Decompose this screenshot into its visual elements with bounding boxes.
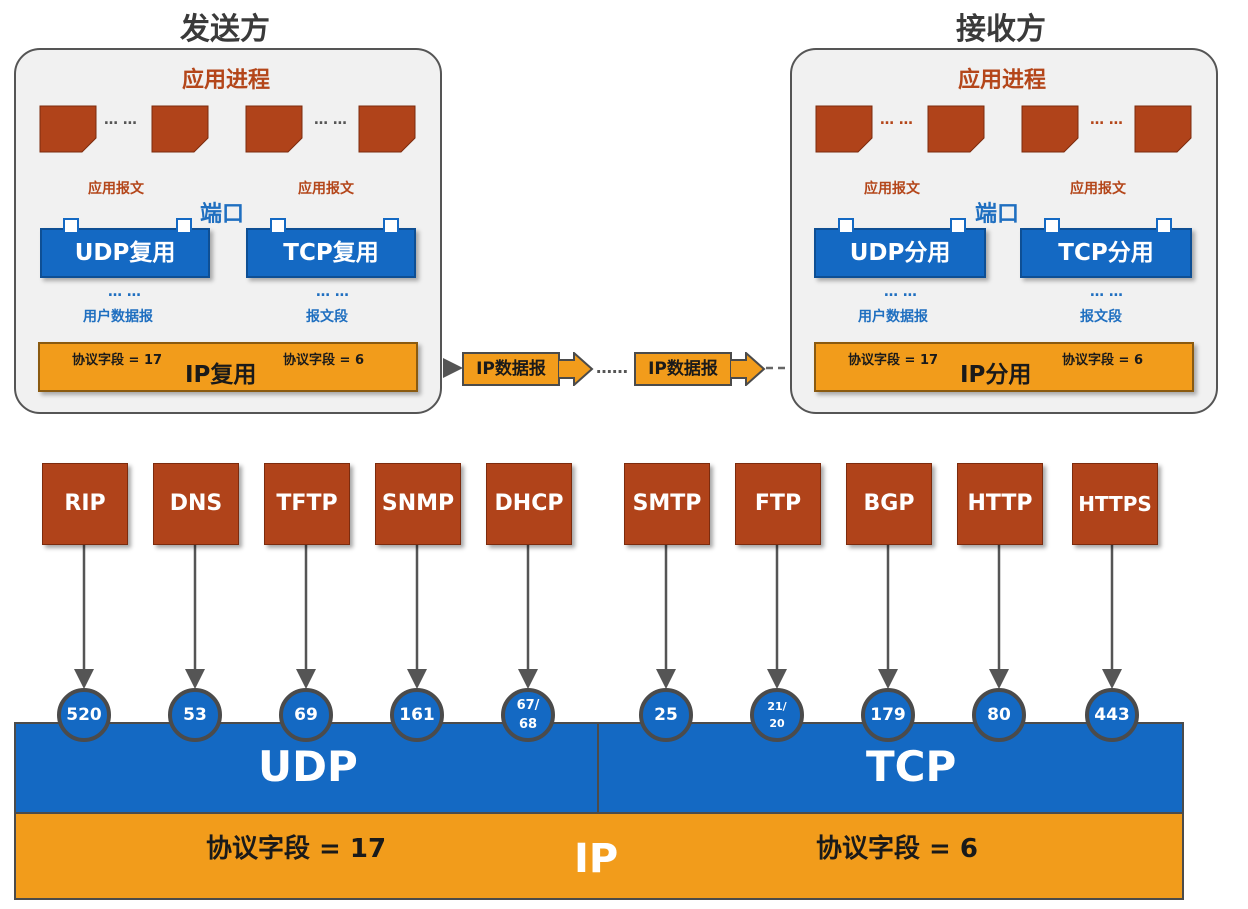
process-doc-icon bbox=[1021, 105, 1079, 153]
ip-layer-field-tcp: 协议字段 = 6 bbox=[816, 834, 978, 864]
sender-ip-field-tcp: 协议字段 = 6 bbox=[283, 353, 364, 368]
sender-ip-mux-label: IP复用 bbox=[185, 362, 257, 388]
port-circle-rip: 520 bbox=[57, 688, 111, 742]
port-circle-bgp: 179 bbox=[861, 688, 915, 742]
sender-tcp-dots: … … bbox=[316, 284, 349, 300]
protocol-box-bgp: BGP bbox=[846, 463, 932, 545]
port-circle-ftp: 21/ 20 bbox=[750, 688, 804, 742]
tcp-layer-label: TCP bbox=[866, 742, 957, 791]
receiver-tcp-dots: … … bbox=[1090, 284, 1123, 300]
receiver-ip-demux-label: IP分用 bbox=[960, 362, 1032, 388]
protocol-box-smtp: SMTP bbox=[624, 463, 710, 545]
receiver-udp-unit: 用户数据报 bbox=[858, 309, 928, 325]
port-circle-http: 80 bbox=[972, 688, 1026, 742]
receiver-app-process-label: 应用进程 bbox=[957, 68, 1046, 93]
receiver-title: 接收方 bbox=[956, 12, 1046, 47]
sender-tcp-mux-box: TCP复用 bbox=[246, 228, 416, 278]
port-marker bbox=[383, 218, 399, 234]
ip-datagram-2: IP数据报 bbox=[634, 352, 732, 386]
port-marker bbox=[838, 218, 854, 234]
ip-layer-label: IP bbox=[574, 836, 619, 882]
protocol-box-dhcp: DHCP bbox=[486, 463, 572, 545]
datagram-arrow-icon bbox=[730, 352, 766, 386]
receiver-proc-dots-left: … … bbox=[880, 112, 913, 128]
port-circle-snmp: 161 bbox=[390, 688, 444, 742]
protocol-box-tftp: TFTP bbox=[264, 463, 350, 545]
process-doc-icon bbox=[358, 105, 416, 153]
process-doc-icon bbox=[815, 105, 873, 153]
port-marker bbox=[1044, 218, 1060, 234]
receiver-app-message-left: 应用报文 bbox=[864, 181, 920, 197]
sender-proc-dots-left: … … bbox=[104, 112, 137, 128]
receiver-tcp-demux-box: TCP分用 bbox=[1020, 228, 1192, 278]
receiver-app-message-right: 应用报文 bbox=[1070, 181, 1126, 197]
protocol-box-ftp: FTP bbox=[735, 463, 821, 545]
port-circle-smtp: 25 bbox=[639, 688, 693, 742]
sender-title: 发送方 bbox=[180, 12, 270, 47]
protocol-box-snmp: SNMP bbox=[375, 463, 461, 545]
process-doc-icon bbox=[151, 105, 209, 153]
transit-dots: …… bbox=[596, 358, 628, 377]
receiver-udp-dots: … … bbox=[884, 284, 917, 300]
process-doc-icon bbox=[39, 105, 97, 153]
receiver-ip-field-tcp: 协议字段 = 6 bbox=[1062, 353, 1143, 368]
udp-layer-label: UDP bbox=[258, 742, 358, 791]
receiver-ip-demux-box bbox=[814, 342, 1194, 392]
receiver-process-icons bbox=[815, 105, 1192, 153]
port-circle-dhcp: 67/ 68 bbox=[501, 688, 555, 742]
sender-proc-dots-right: … … bbox=[314, 112, 347, 128]
protocol-box-dns: DNS bbox=[153, 463, 239, 545]
port-marker bbox=[950, 218, 966, 234]
receiver-port-label: 端口 bbox=[975, 202, 1020, 227]
port-top: 21/ bbox=[767, 700, 787, 713]
datagram-arrow-icon bbox=[558, 352, 594, 386]
sender-udp-mux-box: UDP复用 bbox=[40, 228, 210, 278]
receiver-udp-demux-box: UDP分用 bbox=[814, 228, 986, 278]
process-doc-icon bbox=[245, 105, 303, 153]
port-marker bbox=[176, 218, 192, 234]
port-bottom: 20 bbox=[769, 717, 785, 730]
sender-ip-mux-box bbox=[38, 342, 418, 392]
protocol-box-http: HTTP bbox=[957, 463, 1043, 545]
receiver-tcp-unit: 报文段 bbox=[1080, 309, 1122, 325]
ip-layer-field-udp: 协议字段 = 17 bbox=[206, 834, 387, 864]
port-marker bbox=[270, 218, 286, 234]
sender-app-process-label: 应用进程 bbox=[181, 68, 270, 93]
protocol-box-https: HTTPS bbox=[1072, 463, 1158, 545]
port-bottom: 68 bbox=[518, 717, 538, 732]
sender-app-message-left: 应用报文 bbox=[88, 181, 144, 197]
process-doc-icon bbox=[1134, 105, 1192, 153]
port-top: 67/ bbox=[516, 698, 540, 713]
port-marker bbox=[1156, 218, 1172, 234]
sender-ip-field-udp: 协议字段 = 17 bbox=[72, 353, 163, 368]
port-circle-tftp: 69 bbox=[279, 688, 333, 742]
sender-process-icons bbox=[39, 105, 416, 153]
port-marker bbox=[63, 218, 79, 234]
receiver-proc-dots-right: … … bbox=[1090, 112, 1123, 128]
ip-layer-bar bbox=[14, 812, 1184, 900]
protocol-box-rip: RIP bbox=[42, 463, 128, 545]
receiver-ip-field-udp: 协议字段 = 17 bbox=[848, 353, 939, 368]
sender-app-message-right: 应用报文 bbox=[298, 181, 354, 197]
port-circle-dns: 53 bbox=[168, 688, 222, 742]
process-doc-icon bbox=[927, 105, 985, 153]
sender-port-label: 端口 bbox=[200, 202, 245, 227]
sender-tcp-unit: 报文段 bbox=[306, 309, 348, 325]
sender-udp-unit: 用户数据报 bbox=[83, 309, 153, 325]
port-circle-https: 443 bbox=[1085, 688, 1139, 742]
ip-datagram-1: IP数据报 bbox=[462, 352, 560, 386]
sender-udp-dots: … … bbox=[108, 284, 141, 300]
